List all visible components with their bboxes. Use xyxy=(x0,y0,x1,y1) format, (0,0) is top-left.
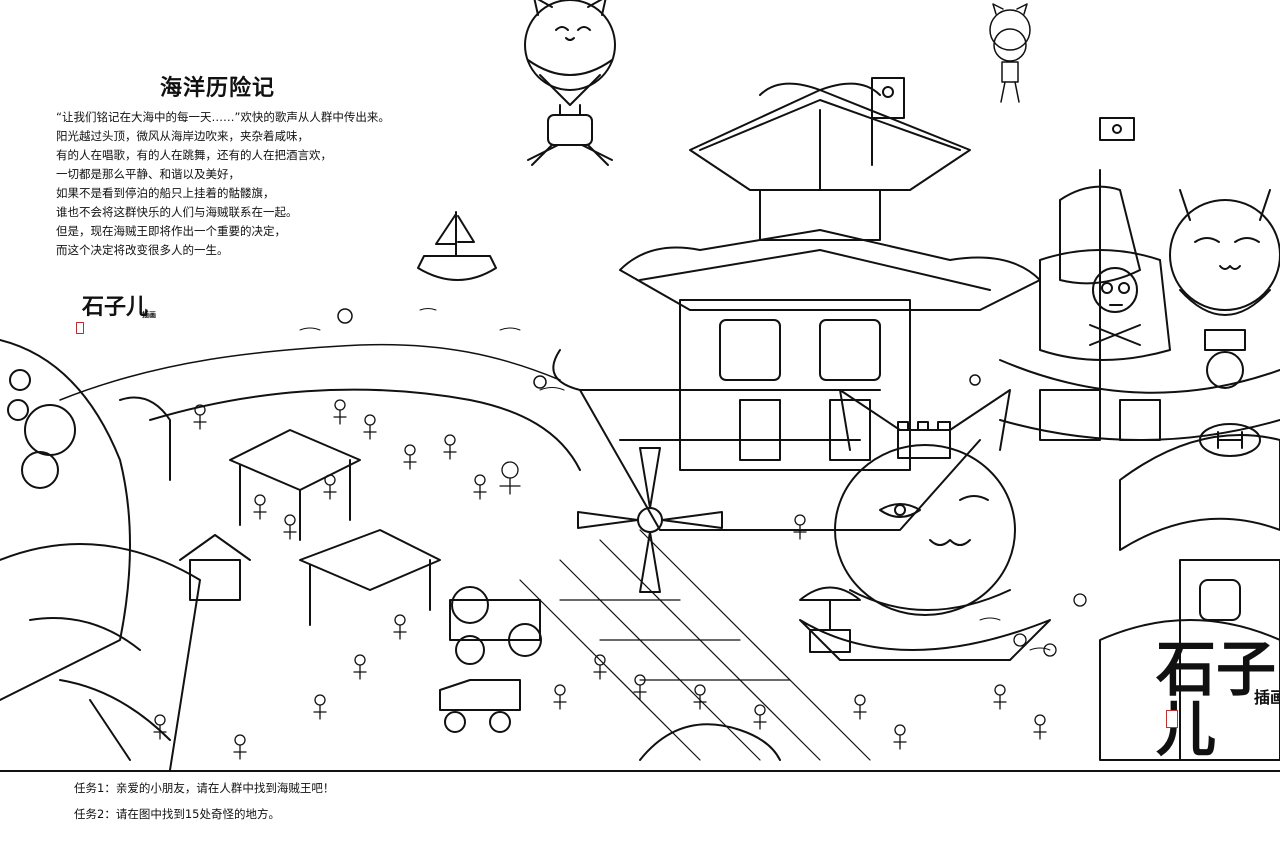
task-1: 任务1：亲爱的小朋友，请在人群中找到海贼王吧！ xyxy=(74,781,335,795)
cat-balloon-small xyxy=(989,3,1031,103)
market-stalls xyxy=(179,429,441,626)
pirate-ship-right xyxy=(999,117,1280,441)
seal-stamp xyxy=(76,322,84,334)
big-cat-head xyxy=(799,389,1051,661)
pirate-harbor-illustration xyxy=(0,0,1280,770)
cat-balloon-top xyxy=(524,0,616,166)
story-line: 一切都是那么平静、和谐以及美好， xyxy=(56,167,240,181)
story-line: 有的人在唱歌，有的人在跳舞，还有的人在把酒言欢， xyxy=(56,148,332,162)
story-line: 阳光越过头顶，微风从海岸边吹来，夹杂着咸味， xyxy=(56,129,309,143)
small-sailboat xyxy=(417,211,497,281)
logo-large: 石子儿 插画 xyxy=(1156,640,1280,760)
logo-sub: 插画 xyxy=(142,311,157,319)
story-text: “让我们铭记在大海中的每一天……”欢快的歌声从人群中传出来。 阳光越过头顶，微风… xyxy=(56,108,456,260)
divider-line xyxy=(0,770,1280,772)
story-line: 而这个决定将改变很多人的一生。 xyxy=(56,243,229,257)
story-line: “让我们铭记在大海中的每一天……”欢快的歌声从人群中传出来。 xyxy=(56,110,390,124)
page-title: 海洋历险记 xyxy=(160,76,276,101)
umbrella xyxy=(639,723,781,761)
logo-mark: 石子儿 xyxy=(82,294,149,320)
tasks: 任务1：亲爱的小朋友，请在人群中找到海贼王吧！ 任务2：请在图中找到15处奇怪的… xyxy=(74,779,334,831)
task-2: 任务2：请在图中找到15处奇怪的地方。 xyxy=(74,807,280,821)
pagoda-ship xyxy=(552,77,1041,593)
story-line: 谁也不会将这群快乐的人们与海贼联系在一起。 xyxy=(56,205,298,219)
story-line: 如果不是看到停泊的船只上挂着的骷髅旗， xyxy=(56,186,275,200)
left-ship xyxy=(0,339,201,770)
seal-stamp xyxy=(1166,710,1178,728)
logo-small: 石子儿 插画 xyxy=(76,294,156,334)
logo-sub: 插画 xyxy=(1253,688,1280,707)
crowd xyxy=(153,399,1087,760)
cat-balloon-right xyxy=(1169,189,1280,389)
cart xyxy=(439,586,542,733)
story-line: 但是，现在海贼王即将作出一个重要的决定， xyxy=(56,224,286,238)
